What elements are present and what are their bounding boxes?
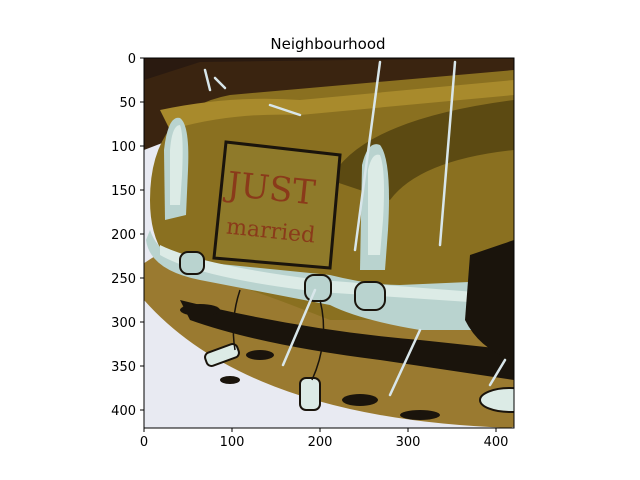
y-tick-label: 400	[111, 404, 136, 419]
x-tick-label: 300	[396, 435, 421, 450]
plot-frame	[143, 57, 515, 429]
y-tick-label: 50	[119, 96, 136, 111]
x-tick-label: 0	[140, 435, 148, 450]
y-tick-label: 150	[111, 184, 136, 199]
x-tick-label: 100	[220, 435, 245, 450]
svg-text:JUST: JUST	[222, 164, 317, 213]
x-axis: 0 100 200 300 400	[140, 428, 509, 450]
y-axis: 0 50 100 150 200 250 300 350 400	[111, 52, 144, 419]
y-tick-label: 100	[111, 140, 136, 155]
figure-title: Neighbourhood	[270, 35, 385, 53]
y-tick-label: 350	[111, 360, 136, 375]
y-tick-label: 0	[128, 52, 136, 67]
x-tick-label: 400	[484, 435, 509, 450]
car-image: JUST married	[144, 58, 514, 428]
y-tick-label: 300	[111, 316, 136, 331]
y-tick-label: 200	[111, 228, 136, 243]
x-tick-label: 200	[308, 435, 333, 450]
y-tick-label: 250	[111, 272, 136, 287]
